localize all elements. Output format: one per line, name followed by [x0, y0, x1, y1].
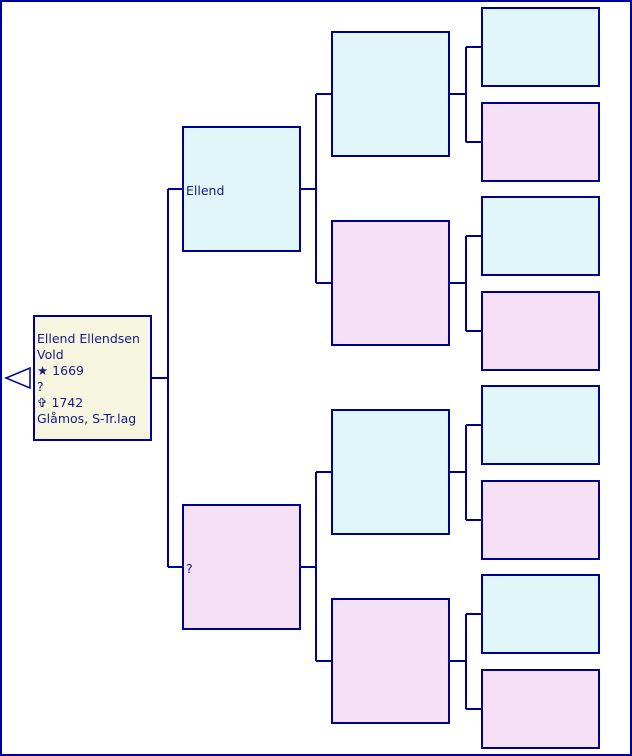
mother-box[interactable]: ? [182, 504, 301, 630]
maternal-grandfather-box[interactable] [331, 409, 450, 535]
root-birth-place: ? [37, 379, 44, 394]
paternal-grandfather-box[interactable] [331, 31, 450, 157]
great-grandmother-box-4[interactable] [481, 669, 600, 749]
father-box[interactable]: Ellend [182, 126, 301, 252]
root-person-box[interactable]: Ellend Ellendsen Vold ★ 1669 ? ✞ 1742 Gl… [33, 315, 152, 441]
root-death-place: Glåmos, S-Tr.lag [37, 411, 137, 426]
root-name-line1: Ellend Ellendsen [37, 331, 140, 346]
great-grandfather-box-2[interactable] [481, 196, 600, 276]
root-name-line2: Vold [37, 347, 64, 362]
great-grandfather-box-1[interactable] [481, 7, 600, 87]
root-birth: ★ 1669 [37, 363, 84, 378]
mother-name: ? [186, 561, 193, 576]
great-grandmother-box-3[interactable] [481, 480, 600, 560]
root-death: ✞ 1742 [37, 395, 84, 410]
great-grandfather-box-4[interactable] [481, 574, 600, 654]
father-name: Ellend [186, 183, 225, 198]
great-grandmother-box-2[interactable] [481, 291, 600, 371]
left-triangle-icon[interactable] [4, 366, 32, 390]
maternal-grandmother-box[interactable] [331, 598, 450, 724]
paternal-grandmother-box[interactable] [331, 220, 450, 346]
great-grandmother-box-1[interactable] [481, 102, 600, 182]
great-grandfather-box-3[interactable] [481, 385, 600, 465]
